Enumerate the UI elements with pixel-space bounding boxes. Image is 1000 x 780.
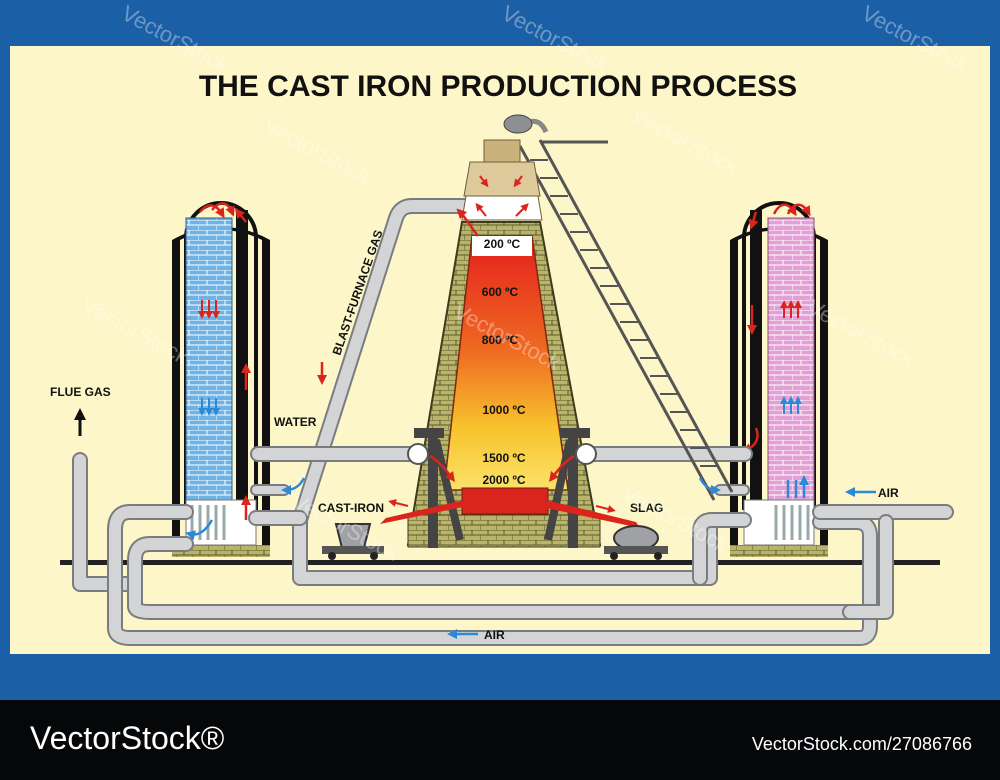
furnace-tuyere-supports (407, 428, 597, 548)
footer-brand: VectorStock® (30, 720, 225, 756)
diagram-title: THE CAST IRON PRODUCTION PROCESS (199, 70, 797, 103)
cast-iron-flow-arrow (388, 499, 409, 507)
temperature-label-2000: 2000 ºC (482, 473, 525, 487)
ground-line (60, 560, 940, 565)
air-return-label: AIR (484, 628, 505, 642)
cast-iron-channel (380, 500, 468, 524)
flue-gas-label: FLUE GAS (50, 385, 111, 399)
water-label: WATER (274, 415, 317, 429)
skip-bucket (503, 114, 533, 134)
slag-flow-arrow (595, 505, 616, 513)
cast-iron-ladle-car (322, 523, 384, 560)
left-stove-flow-arrows (185, 202, 251, 541)
temperature-label-800: 800 ºC (482, 333, 519, 347)
right-hot-blast-stove (730, 201, 828, 557)
left-hot-blast-stove (172, 201, 270, 557)
footer-bar: VectorStock® VectorStock.com/27086766 (0, 700, 1000, 780)
cast-iron-label: CAST-IRON (318, 501, 384, 515)
temperature-label-1500: 1500 ºC (482, 451, 525, 465)
blast-furnace (406, 139, 602, 548)
skip-hoist-incline (517, 118, 734, 501)
slag-label: SLAG (630, 501, 663, 515)
temperature-label-1000: 1000 ºC (482, 403, 525, 417)
furnace-top-arrows (456, 175, 529, 237)
temperature-label-200: 200 ºC (484, 237, 521, 251)
right-water-flow-arrow (698, 477, 721, 495)
water-flow-arrow (281, 477, 306, 495)
temperature-label-600: 600 ºC (482, 285, 519, 299)
pipe-network (72, 198, 954, 646)
slag-ladle-car (604, 525, 668, 560)
slag-channel (546, 500, 640, 528)
air-inlet-label: AIR (878, 486, 899, 500)
cast-iron-diagram: THE CAST IRON PRODUCTION PROCESS (10, 0, 990, 654)
footer-image-id: VectorStock.com/27086766 (751, 734, 972, 754)
